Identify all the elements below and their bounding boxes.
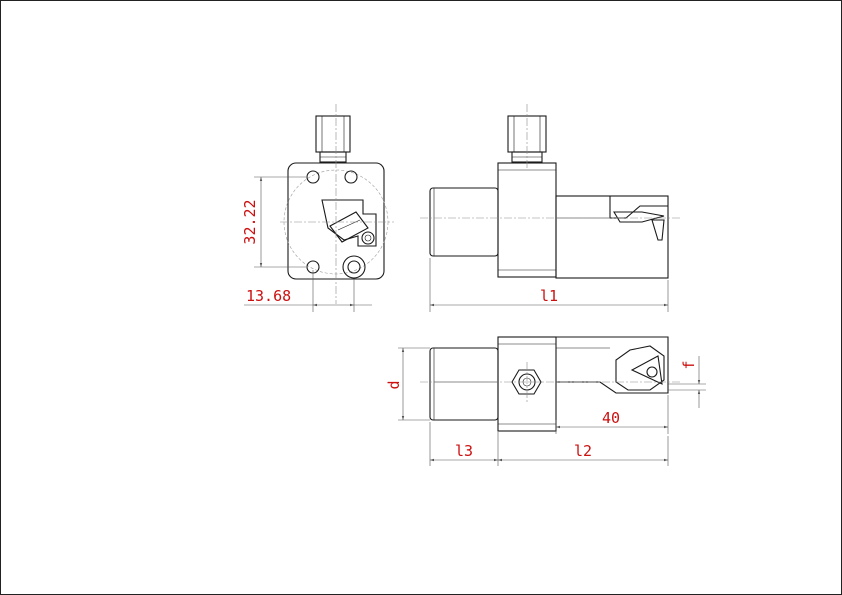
dim-length-shank: l3 <box>455 442 473 460</box>
side-view: l1 <box>420 104 680 312</box>
front-hole-tr <box>344 170 358 184</box>
top-insert-seat <box>615 345 665 391</box>
front-hole-br <box>342 255 366 279</box>
top-hex-fitting <box>511 369 542 395</box>
top-view: d f 40 l3 l2 <box>385 336 706 466</box>
dim-insert-depth: 40 <box>602 409 620 427</box>
dim-offset-f: f <box>680 360 698 369</box>
dim-length-total: l1 <box>540 287 558 305</box>
top-insert-screw <box>646 366 658 378</box>
top-clamp-body <box>497 336 557 432</box>
side-clamp-body <box>497 162 557 278</box>
dim-offset-front: 13.68 <box>246 287 291 305</box>
front-hole-tl <box>306 170 320 184</box>
top-insert <box>630 355 663 385</box>
front-clamp-screw <box>361 231 375 245</box>
side-bar <box>555 195 669 279</box>
side-insert <box>613 211 665 223</box>
dim-length-body: l2 <box>574 442 592 460</box>
top-bar <box>556 336 669 394</box>
front-clamp <box>321 199 377 247</box>
front-insert <box>329 211 369 243</box>
side-insert-tip <box>651 219 665 241</box>
front-view: 32.22 13.68 <box>241 104 394 312</box>
dim-diameter: d <box>385 380 403 389</box>
front-hole-br-inner <box>347 260 361 274</box>
front-fitting-nut <box>315 115 351 153</box>
top-shank <box>429 347 499 421</box>
dim-height-front: 32.22 <box>241 199 259 244</box>
side-shank <box>429 187 499 257</box>
